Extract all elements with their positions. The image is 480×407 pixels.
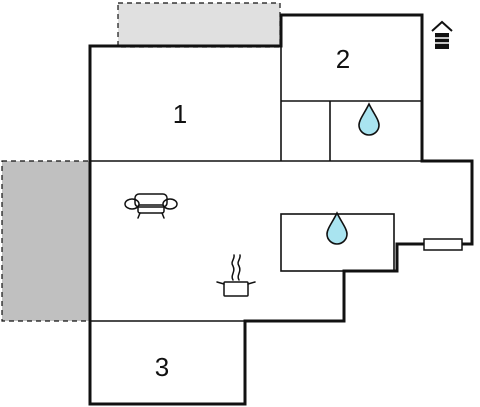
radiator-icon xyxy=(423,238,463,251)
room-label-3: 3 xyxy=(155,352,169,382)
sofa-icon xyxy=(124,193,178,219)
room-label-1: 1 xyxy=(173,99,187,129)
water-drop-icon xyxy=(358,102,380,136)
terrace-left xyxy=(1,160,91,322)
room-label-2: 2 xyxy=(336,44,350,74)
house-entrance-icon xyxy=(431,20,453,49)
terrace-top xyxy=(117,2,281,48)
outer-wall xyxy=(88,13,474,406)
cooking-pot-icon xyxy=(216,254,256,297)
water-drop-icon xyxy=(326,211,348,245)
